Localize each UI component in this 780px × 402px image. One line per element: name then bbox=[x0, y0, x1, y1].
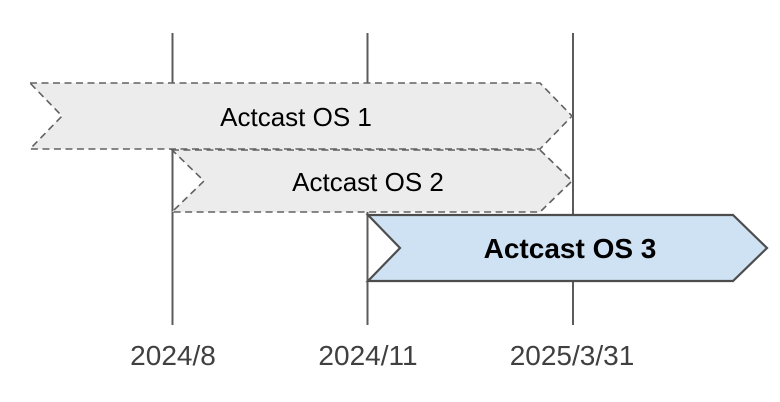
date-label-2025-3-31: 2025/3/31 bbox=[510, 340, 635, 371]
banner-shape-actcast-os-2 bbox=[170, 149, 574, 213]
banner-actcast-os-2: Actcast OS 2 bbox=[170, 149, 574, 213]
date-label-2024-8: 2024/8 bbox=[130, 340, 216, 371]
banner-shape-actcast-os-1 bbox=[28, 82, 574, 150]
banner-actcast-os-1: Actcast OS 1 bbox=[28, 82, 574, 150]
banner-label-actcast-os-3: Actcast OS 3 bbox=[484, 233, 657, 264]
date-labels: 2024/8 2024/11 2025/3/31 bbox=[130, 340, 634, 371]
banner-actcast-os-3: Actcast OS 3 bbox=[365, 213, 769, 283]
banner-label-actcast-os-2: Actcast OS 2 bbox=[292, 167, 444, 197]
banner-label-actcast-os-1: Actcast OS 1 bbox=[220, 102, 372, 132]
date-label-2024-11: 2024/11 bbox=[318, 340, 417, 371]
banner-shape-actcast-os-3 bbox=[365, 213, 769, 283]
